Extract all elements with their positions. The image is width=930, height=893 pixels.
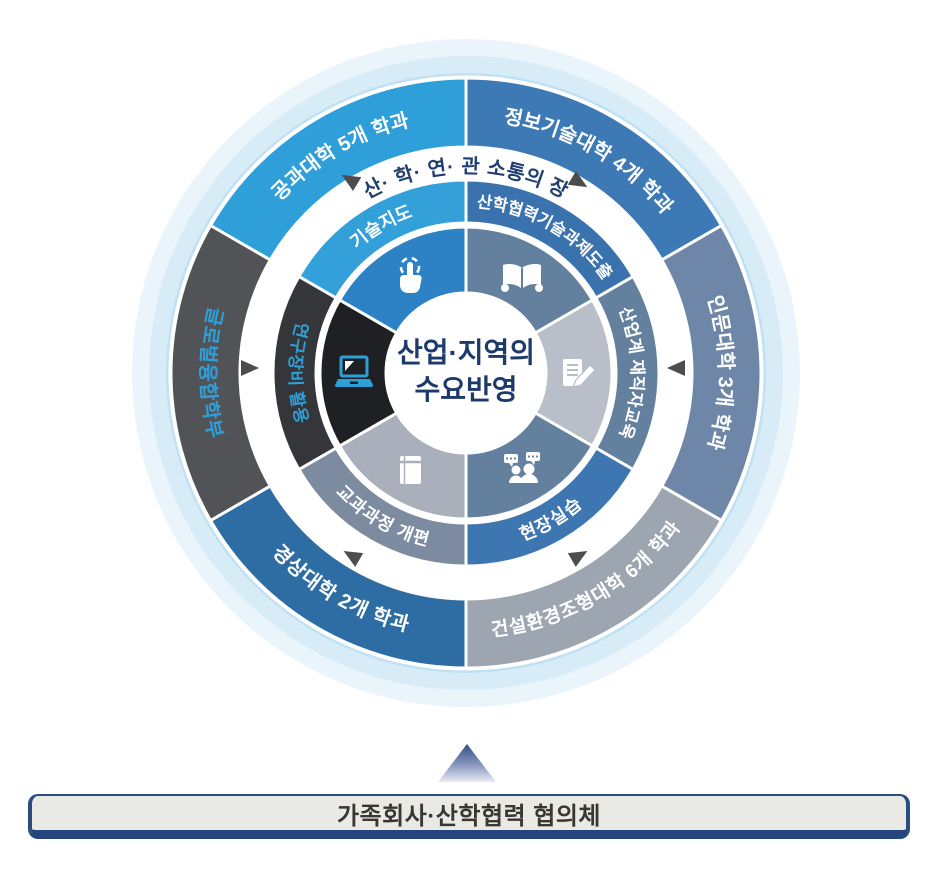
up-arrow-icon	[438, 744, 496, 782]
pencil	[571, 364, 596, 388]
caption-arrow-left-icon	[341, 174, 362, 191]
council-bar: 가족회사·산학협력 협의체	[28, 794, 910, 839]
touch-palm	[400, 275, 422, 293]
inner-label-segment	[271, 274, 339, 472]
open-book-hands-icon	[501, 264, 543, 292]
book-cover	[400, 456, 421, 484]
ring-arrow-right-icon	[667, 360, 685, 376]
person-head	[511, 465, 521, 475]
center-circle	[386, 293, 546, 453]
laptop-icon	[334, 355, 374, 387]
ring-arrow-left-icon	[241, 360, 259, 376]
council-bar-label: 가족회사·산학협력 협의체	[336, 802, 602, 830]
center-title-line1: 산업·지역의	[397, 337, 535, 368]
ring-arrow-bottom-right-icon	[567, 551, 588, 567]
touch-icon	[399, 256, 422, 293]
hand-right	[535, 284, 543, 292]
caption-arrow-right-icon	[567, 171, 588, 188]
center-title-line2: 수요반영	[414, 374, 517, 405]
laptop-notch	[350, 381, 358, 384]
person-head	[523, 463, 535, 475]
person-body	[520, 474, 538, 483]
hand-left	[501, 284, 509, 292]
laptop-glare	[345, 361, 354, 371]
outer-ring-segment	[169, 223, 273, 523]
ring-arrow-bottom-left-icon	[343, 551, 364, 567]
people-chat-icon	[504, 452, 540, 483]
book-icon	[400, 456, 421, 484]
laptop-screen	[339, 355, 369, 378]
document-pencil-icon	[563, 359, 596, 388]
person-body	[509, 475, 523, 483]
